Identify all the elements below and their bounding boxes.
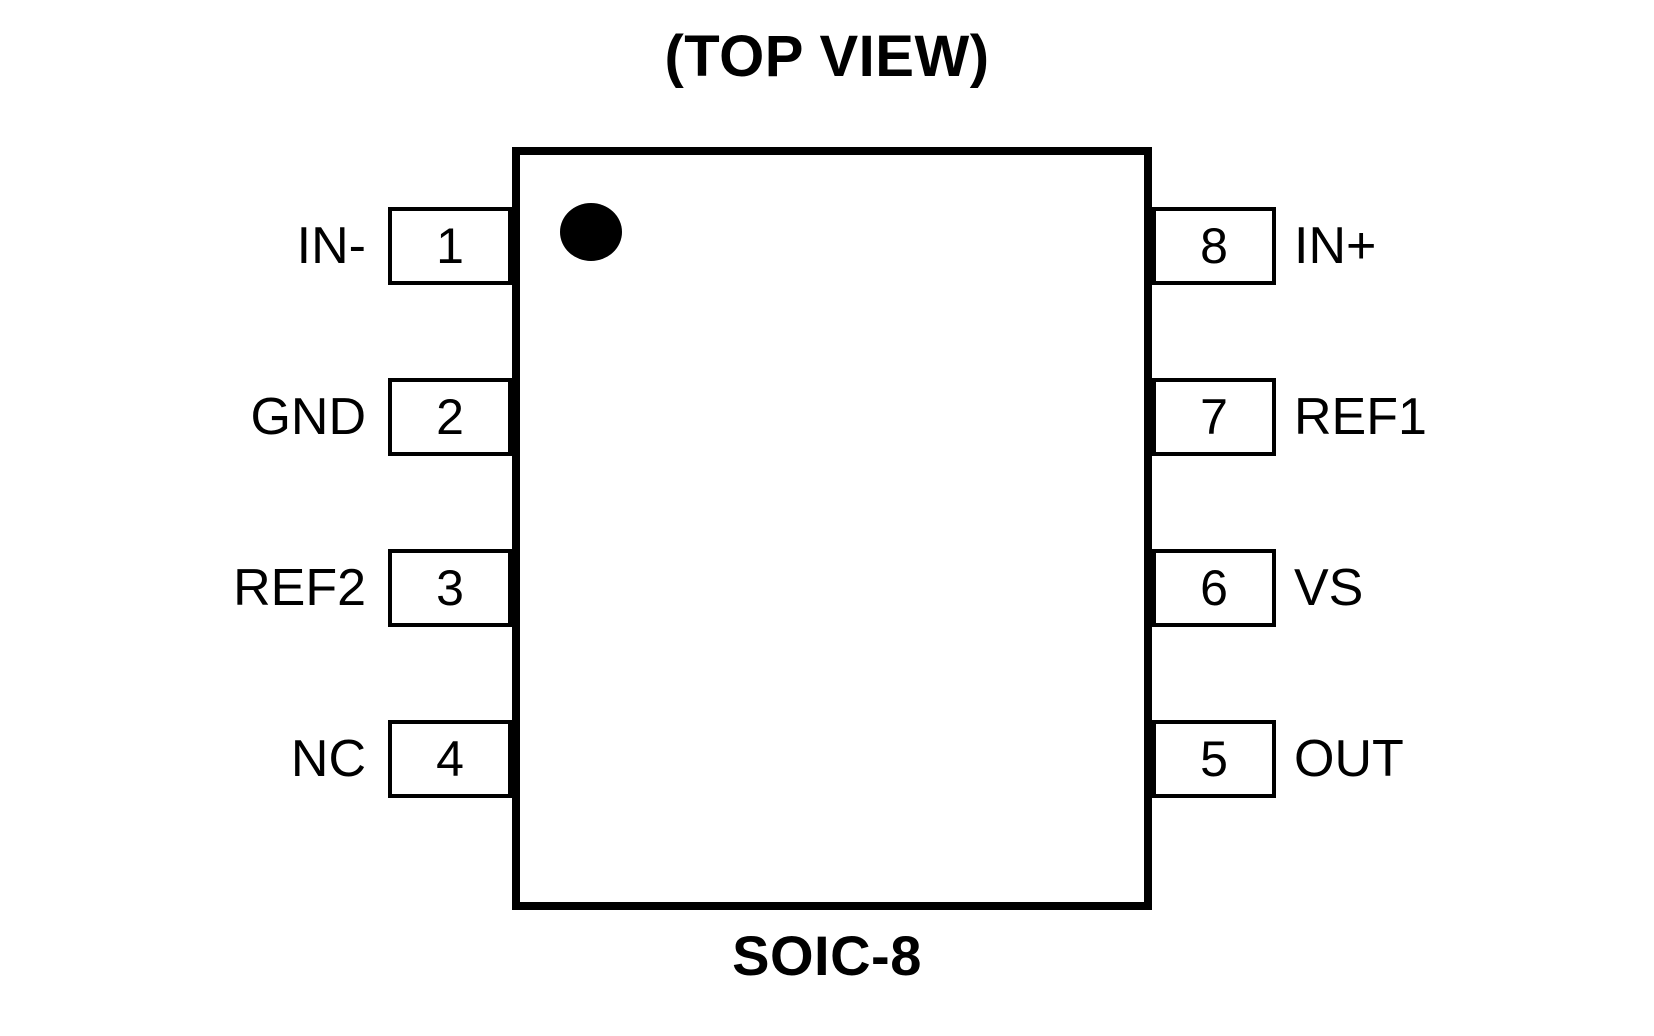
pin-box-5[interactable]: 5 <box>1152 720 1276 798</box>
pin-box-1[interactable]: 1 <box>388 207 512 285</box>
pin-number-3: 3 <box>436 560 464 616</box>
pin-label-in-plus: IN+ <box>1294 217 1377 275</box>
pin-number-1: 1 <box>436 218 464 274</box>
pin-label-nc: NC <box>290 730 366 788</box>
page-title: (TOP VIEW) <box>664 24 990 89</box>
pin-box-2[interactable]: 2 <box>388 378 512 456</box>
pin-box-8[interactable]: 8 <box>1152 207 1276 285</box>
pin-box-7[interactable]: 7 <box>1152 378 1276 456</box>
chip-body-outline <box>512 147 1152 910</box>
pin-number-4: 4 <box>436 731 464 787</box>
pin-number-5: 5 <box>1200 731 1228 787</box>
pin-number-6: 6 <box>1200 560 1228 616</box>
pin-number-2: 2 <box>436 389 464 445</box>
pin-number-7: 7 <box>1200 389 1228 445</box>
pin-label-vs: VS <box>1294 559 1364 617</box>
pin-box-4[interactable]: 4 <box>388 720 512 798</box>
pin-label-out: OUT <box>1294 730 1404 788</box>
pin-label-in-minus: IN- <box>296 217 366 275</box>
package-name-label: SOIC-8 <box>732 924 922 987</box>
pin-label-ref1: REF1 <box>1294 388 1427 446</box>
pin-label-ref2: REF2 <box>233 559 366 617</box>
pin-box-3[interactable]: 3 <box>388 549 512 627</box>
pin-label-gnd: GND <box>250 388 366 446</box>
pin1-marker-dot <box>560 203 622 261</box>
pin-number-8: 8 <box>1200 218 1228 274</box>
pin-box-6[interactable]: 6 <box>1152 549 1276 627</box>
